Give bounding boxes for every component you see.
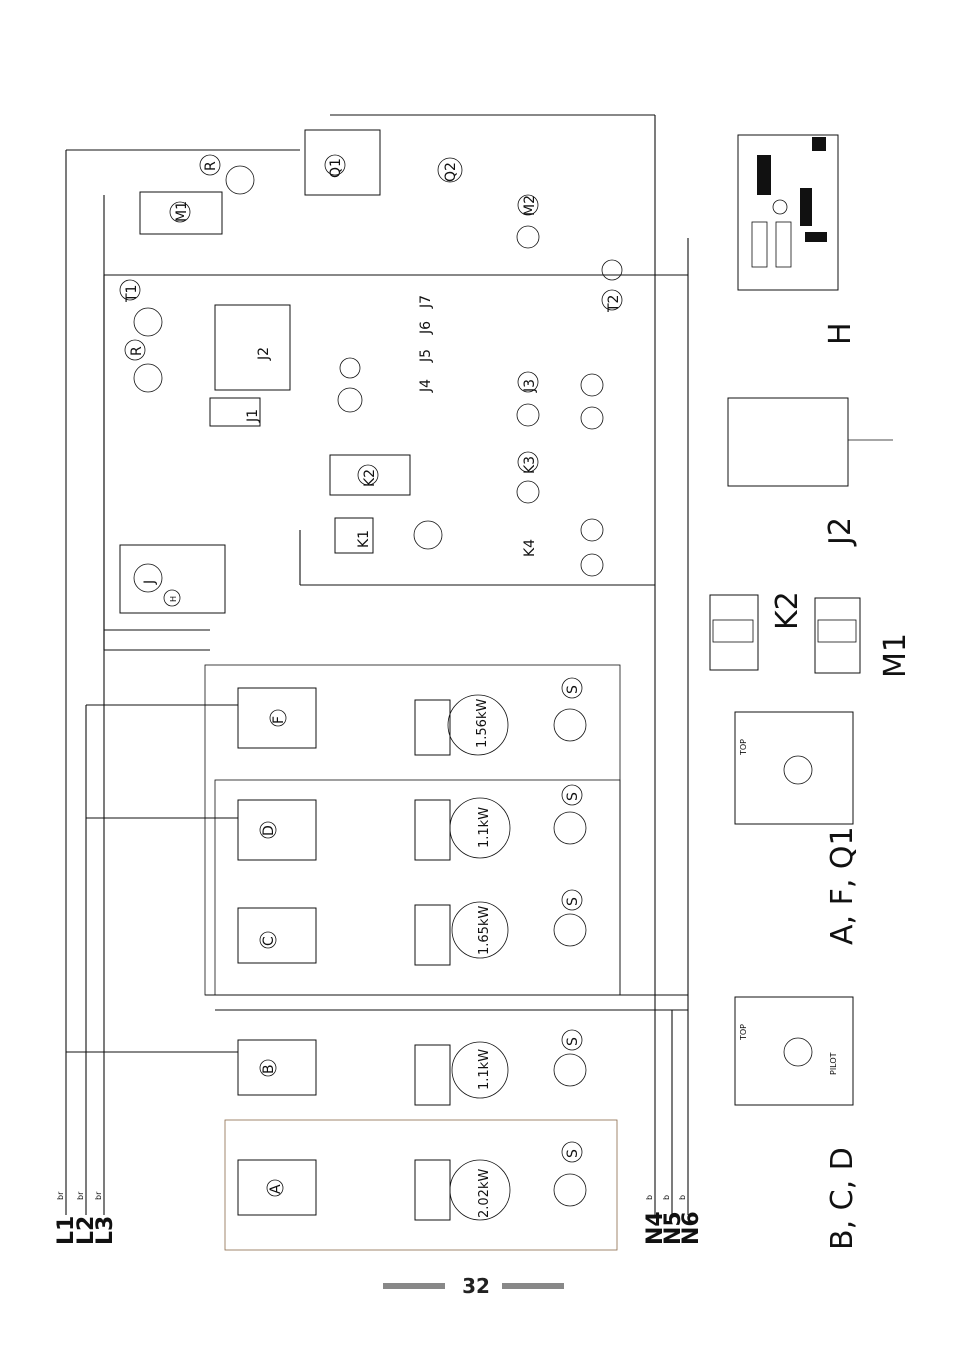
control-section: Q1 Q2 R M1 M2 T2 T1 R J2 J1 H J3 J4 J5 bbox=[103, 129, 655, 650]
svg-text:K4: K4 bbox=[522, 539, 538, 557]
svg-text:TOP: TOP bbox=[739, 739, 748, 756]
svg-text:1.1kW: 1.1kW bbox=[477, 1049, 492, 1090]
svg-text:J2: J2 bbox=[823, 517, 858, 547]
svg-text:T1: T1 bbox=[124, 285, 140, 303]
svg-text:S: S bbox=[565, 685, 581, 694]
svg-text:J1: J1 bbox=[245, 409, 261, 423]
svg-text:S: S bbox=[565, 792, 581, 801]
svg-text:M1: M1 bbox=[878, 633, 913, 678]
svg-text:K2: K2 bbox=[770, 591, 805, 630]
detail-selector-j2: J2 bbox=[727, 397, 893, 547]
detail-switch-bcd: TOP PILOT B, C, D bbox=[734, 996, 860, 1250]
detail-relay-k2: K2 bbox=[709, 591, 805, 671]
svg-text:1.1kW: 1.1kW bbox=[477, 807, 492, 848]
regulator-b: B bbox=[237, 1039, 317, 1096]
regulator-c: C bbox=[237, 907, 317, 964]
label-n5: N5 bbox=[661, 1211, 686, 1245]
regulator-d: D bbox=[237, 799, 317, 861]
hotplate-f: 1.56kW bbox=[414, 694, 509, 756]
svg-text:H: H bbox=[823, 322, 858, 345]
svg-text:S: S bbox=[565, 1149, 581, 1158]
svg-text:M2: M2 bbox=[522, 195, 538, 216]
svg-text:J4: J4 bbox=[418, 379, 434, 393]
svg-text:b: b bbox=[645, 1195, 654, 1200]
svg-text:br: br bbox=[76, 1191, 85, 1200]
svg-text:PILOT: PILOT bbox=[829, 1052, 838, 1075]
svg-text:B: B bbox=[261, 1064, 277, 1074]
phase-labels: L1 L2 L3 N4 N5 N6 br br br b b b bbox=[54, 1191, 704, 1245]
label-n4: N4 bbox=[643, 1211, 668, 1245]
svg-text:A: A bbox=[268, 1184, 284, 1194]
svg-text:M1: M1 bbox=[174, 201, 190, 222]
svg-text:Q2: Q2 bbox=[443, 162, 459, 182]
svg-text:R: R bbox=[129, 346, 145, 356]
svg-text:C: C bbox=[261, 936, 277, 946]
svg-text:K2: K2 bbox=[362, 469, 378, 487]
label-n6: N6 bbox=[679, 1211, 704, 1245]
svg-text:A, F, Q1: A, F, Q1 bbox=[825, 826, 860, 945]
regulator-f: F TOP bbox=[237, 687, 317, 749]
svg-text:J2: J2 bbox=[256, 347, 272, 361]
svg-text:1.56kW: 1.56kW bbox=[475, 699, 490, 748]
signal-lamps: S S S S S bbox=[553, 677, 587, 1207]
page-number: 32 bbox=[462, 1274, 490, 1298]
svg-text:S: S bbox=[565, 1037, 581, 1046]
svg-text:K1: K1 bbox=[356, 530, 372, 548]
svg-text:R: R bbox=[203, 161, 219, 171]
svg-text:TOP: TOP bbox=[739, 1024, 748, 1041]
svg-text:H: H bbox=[169, 596, 178, 602]
svg-text:S: S bbox=[565, 897, 581, 906]
page-footer: 32 bbox=[383, 1274, 564, 1298]
svg-text:J7: J7 bbox=[418, 295, 434, 309]
detail-board-h: H bbox=[737, 134, 858, 345]
svg-text:K3: K3 bbox=[522, 456, 538, 474]
svg-text:br: br bbox=[56, 1191, 65, 1200]
svg-text:J6: J6 bbox=[418, 321, 434, 335]
svg-text:D: D bbox=[261, 825, 277, 836]
svg-text:b: b bbox=[678, 1195, 687, 1200]
svg-text:J5: J5 bbox=[418, 349, 434, 363]
svg-text:F: F bbox=[271, 716, 287, 724]
regulator-a: A bbox=[237, 1159, 317, 1216]
svg-text:2.02kW: 2.02kW bbox=[477, 1169, 492, 1218]
label-l3: L3 bbox=[93, 1216, 118, 1245]
svg-text:br: br bbox=[94, 1191, 103, 1200]
hotplate-d: 1.1kW bbox=[414, 797, 511, 861]
svg-text:B, C, D: B, C, D bbox=[825, 1147, 860, 1250]
hotplate-a: 2.02kW bbox=[414, 1159, 511, 1221]
detail-motor-m1: M1 bbox=[814, 597, 913, 678]
svg-text:J: J bbox=[142, 580, 158, 585]
svg-text:T2: T2 bbox=[606, 295, 622, 313]
svg-text:1.65kW: 1.65kW bbox=[477, 906, 492, 955]
label-l1: L1 bbox=[54, 1216, 79, 1245]
svg-text:J3: J3 bbox=[522, 379, 538, 393]
detail-switch-afq1: TOP A, F, Q1 bbox=[734, 711, 860, 945]
hotplate-section bbox=[66, 664, 688, 1251]
hotplate-c: 1.65kW bbox=[414, 901, 509, 966]
label-l2: L2 bbox=[74, 1216, 99, 1245]
svg-text:Q1: Q1 bbox=[328, 158, 344, 178]
svg-text:b: b bbox=[662, 1195, 671, 1200]
hotplate-b: 1.1kW bbox=[414, 1041, 509, 1106]
